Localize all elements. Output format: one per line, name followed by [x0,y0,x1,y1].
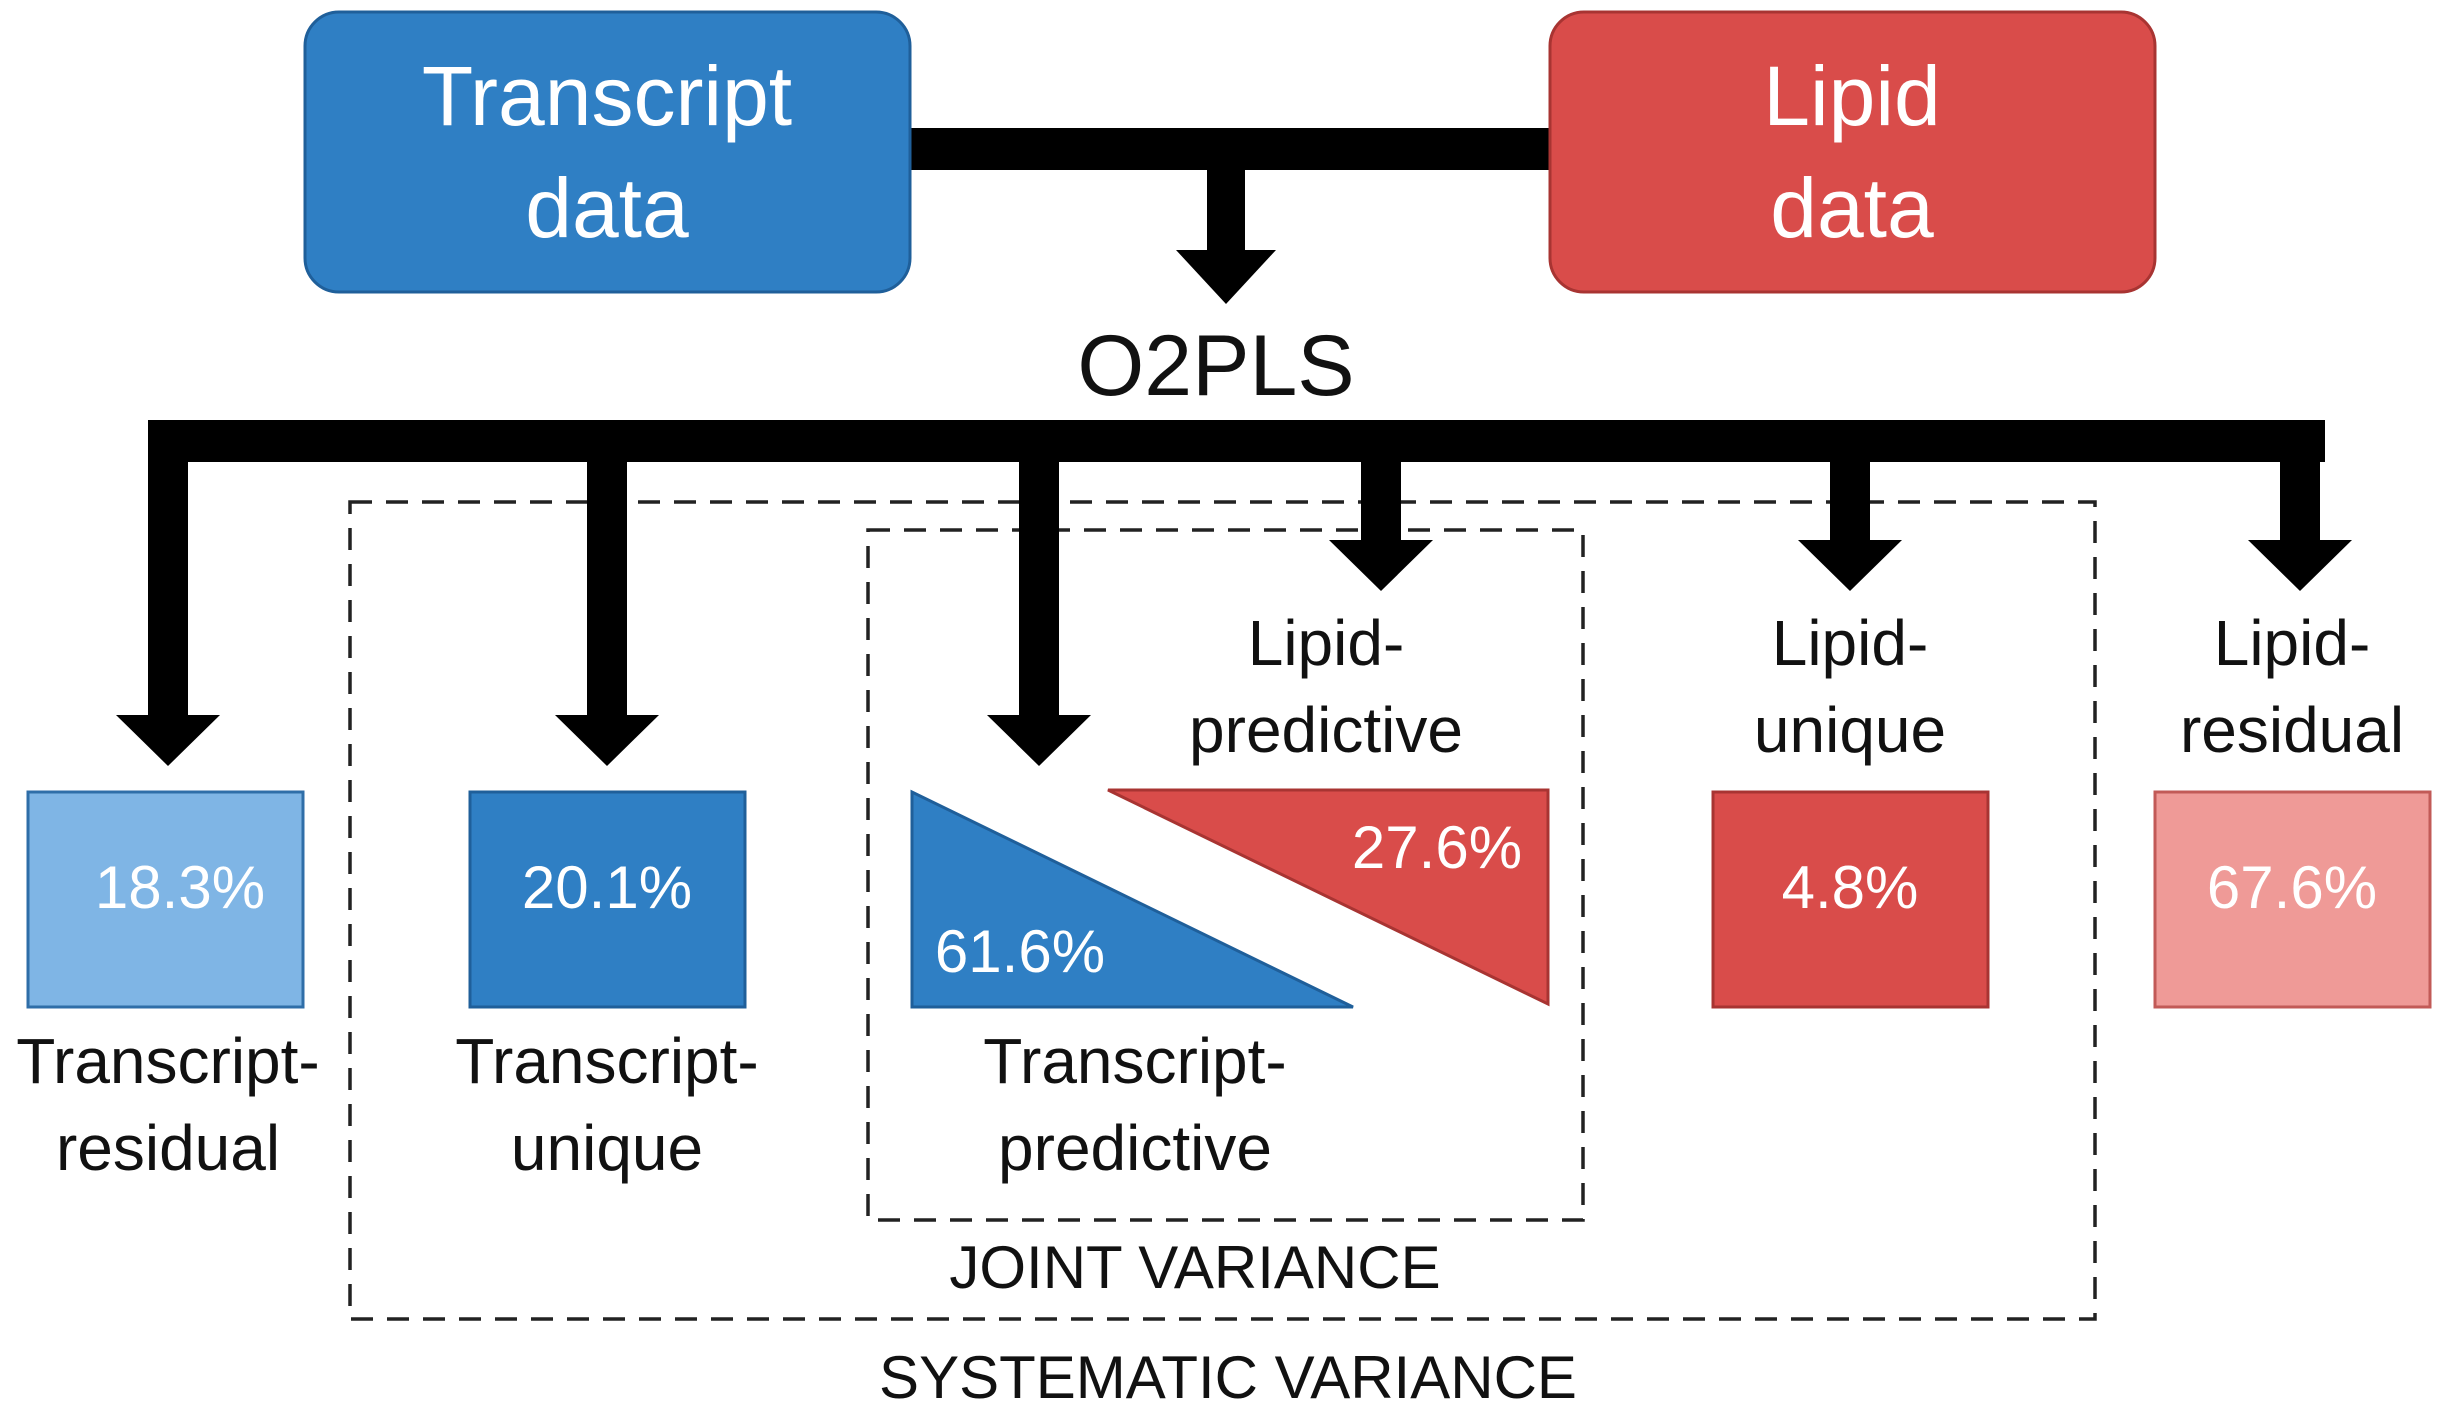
transcript-residual-value: 18.3% [95,854,265,921]
lipid-residual-label-line2: residual [2180,694,2404,766]
arrow-transcript-residual [116,440,220,766]
arrow-transcript-predictive [987,440,1091,766]
lipid-unique-box [1711,790,1990,1009]
method-arrow-head [1176,250,1276,304]
transcript-unique-label-line2: unique [511,1112,703,1184]
transcript-data-line2: data [525,161,689,255]
joint-variance-label: JOINT VARIANCE [949,1234,1440,1301]
systematic-variance-label: SYSTEMATIC VARIANCE [879,1344,1577,1410]
transcript-predictive-label-line1: Transcript- [983,1025,1286,1097]
transcript-residual-label-line2: residual [56,1112,280,1184]
arrow-lipid-predictive [1329,440,1433,591]
transcript-data-line1: Transcript [422,49,792,143]
arrow-transcript-unique [555,440,659,766]
transcript-residual-box [26,790,305,1009]
method-label: O2PLS [1077,318,1354,414]
lipid-unique-value: 4.8% [1782,854,1919,921]
lipid-predictive-label-line1: Lipid- [1248,607,1405,679]
lipid-predictive-triangle [1107,788,1550,1007]
transcript-unique-box [468,790,747,1009]
lipid-data-line1: Lipid [1763,49,1940,143]
lipid-residual-label-line1: Lipid- [2214,607,2371,679]
transcript-unique-label-line1: Transcript- [455,1025,758,1097]
systematic-variance-box [348,500,2097,1321]
lipid-residual-box [2153,790,2432,1009]
joint-variance-box [866,528,1585,1222]
transcript-predictive-triangle [910,789,1354,1009]
transcript-predictive-label-line2: predictive [998,1112,1272,1184]
method-arrow-shaft [1207,160,1245,255]
distribution-bar [148,420,2325,462]
arrow-lipid-residual [2248,440,2352,591]
arrow-lipid-unique [1798,440,1902,591]
transcript-predictive-value: 61.6% [935,918,1105,985]
lipid-predictive-value: 27.6% [1352,814,1522,881]
lipid-predictive-label-line2: predictive [1189,694,1463,766]
transcript-unique-value: 20.1% [522,854,692,921]
lipid-data-line2: data [1770,161,1934,255]
transcript-data-box: Transcript data [303,10,912,294]
lipid-unique-label-line2: unique [1754,694,1946,766]
transcript-residual-label-line1: Transcript- [16,1025,319,1097]
lipid-residual-value: 67.6% [2207,854,2377,921]
lipid-data-box: Lipid data [1548,10,2157,294]
lipid-unique-label-line1: Lipid- [1772,607,1929,679]
